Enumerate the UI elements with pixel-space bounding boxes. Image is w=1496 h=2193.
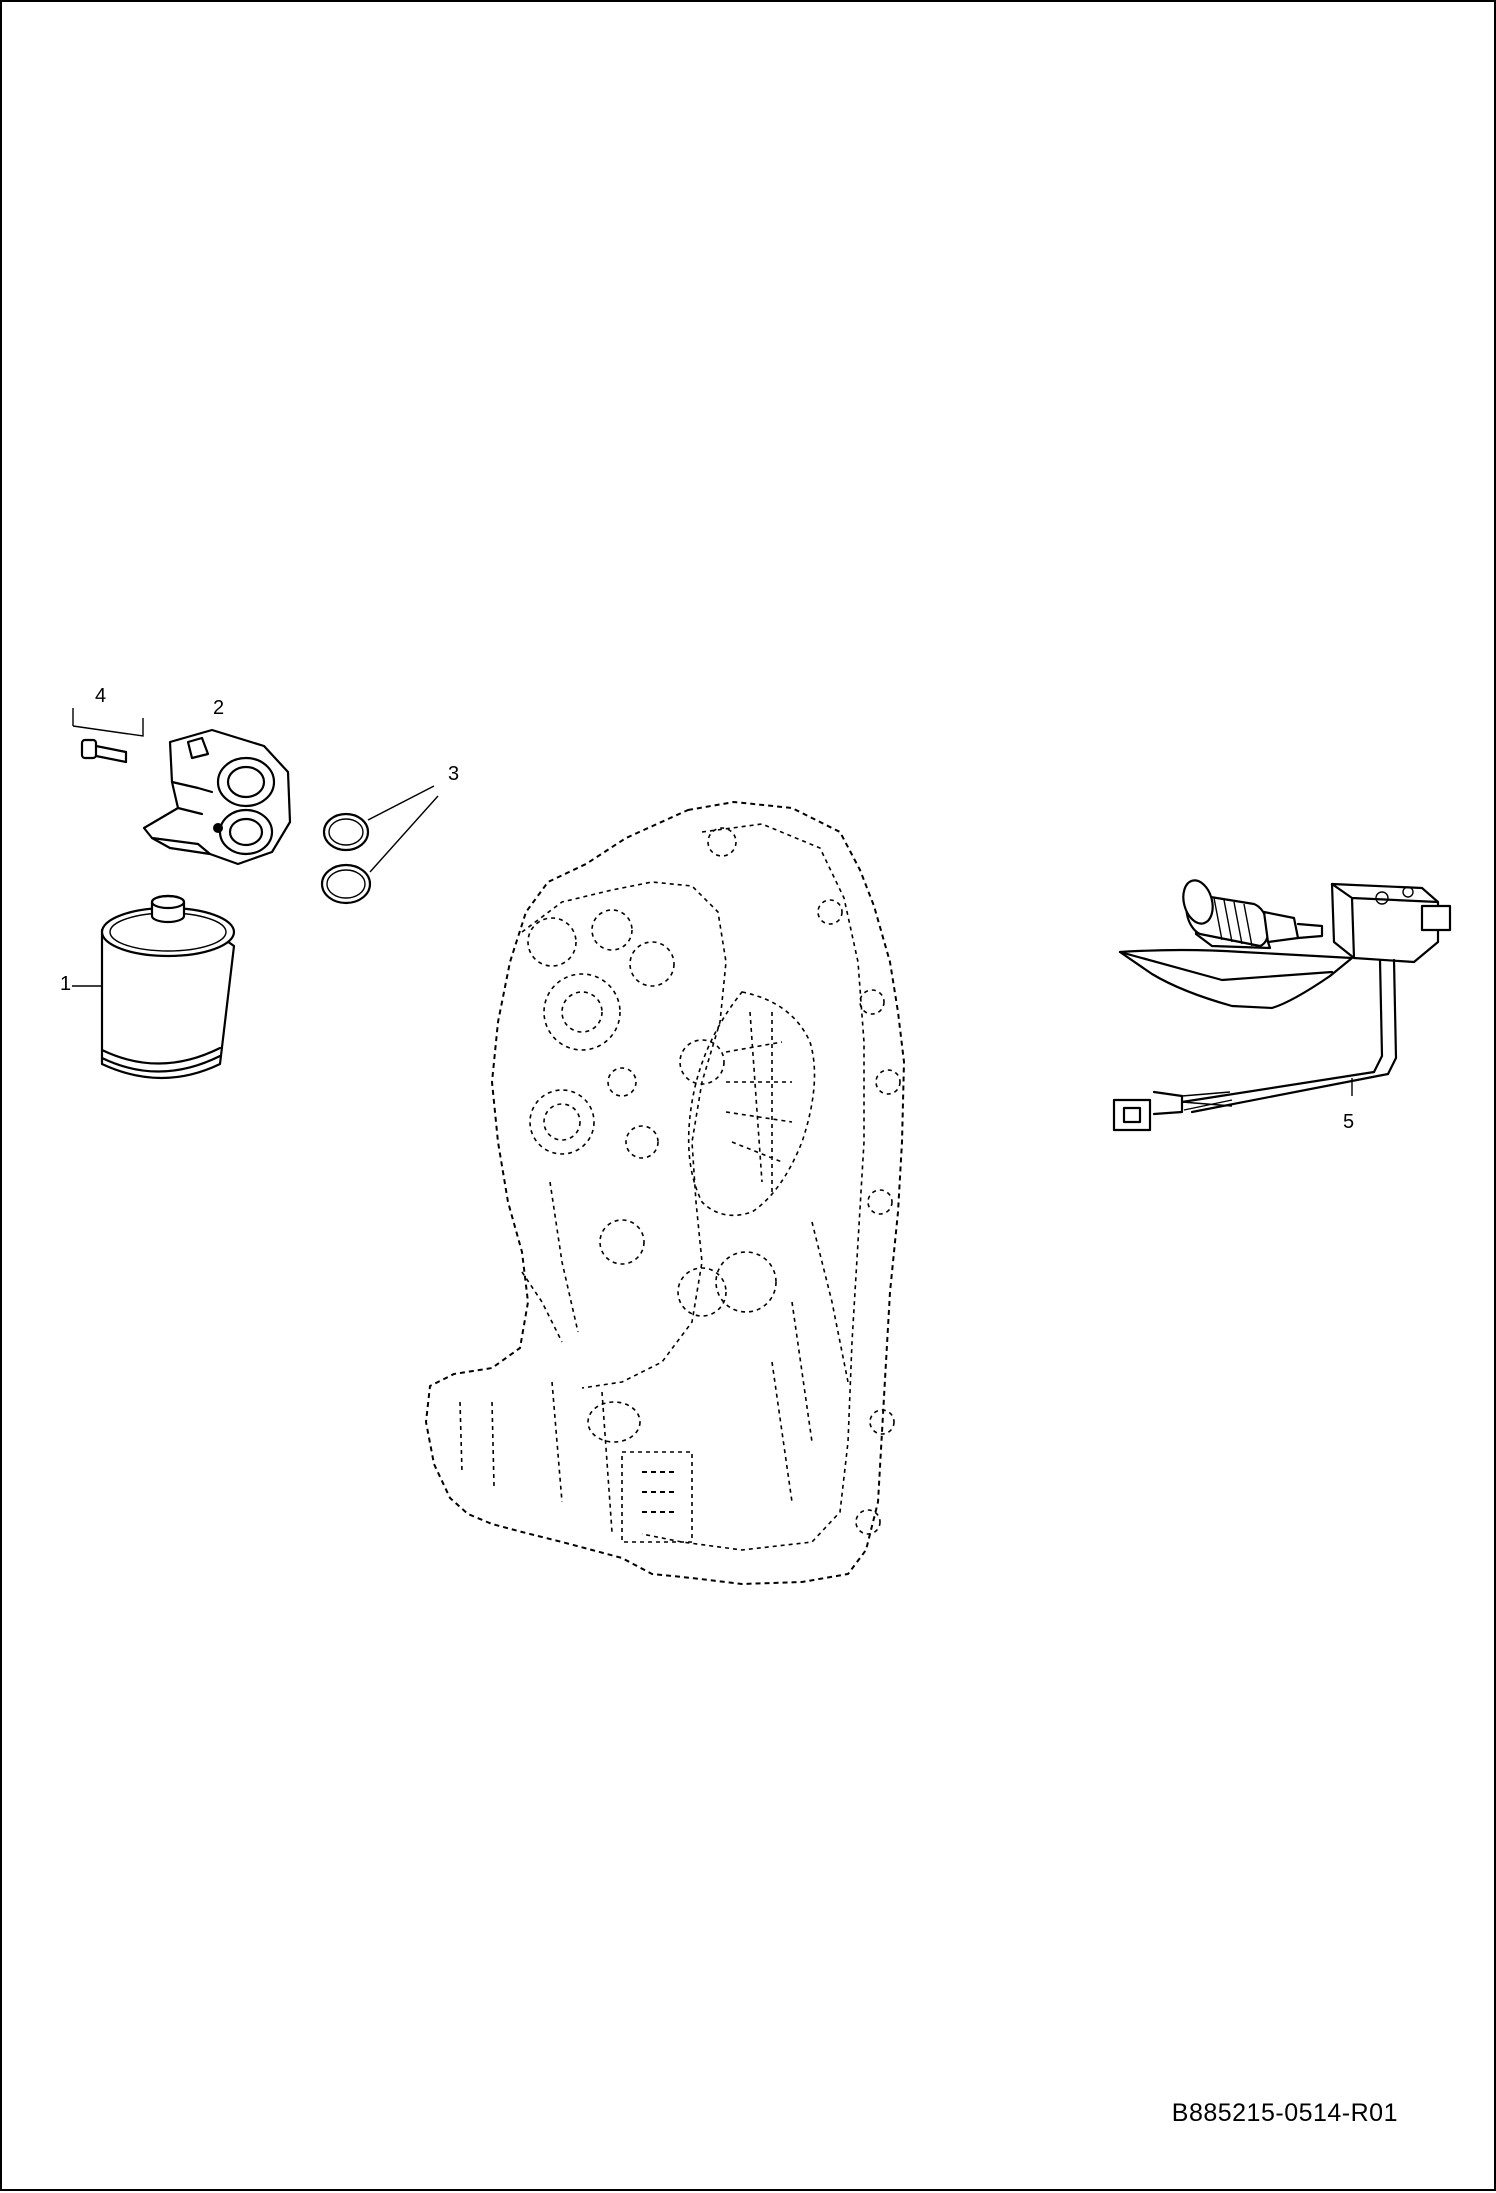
callout-2: 2	[213, 697, 225, 719]
callout-1: 1	[60, 973, 72, 995]
part-2-filter-head	[142, 728, 292, 866]
part-1-filter-cartridge	[72, 894, 236, 1080]
document-code: B885215-0514-R01	[1171, 2099, 1398, 2127]
part-3-o-rings	[320, 785, 439, 905]
part-5-shift-lever	[1112, 879, 1452, 1132]
callout-3: 3	[448, 763, 460, 785]
part-4-bolt	[72, 708, 144, 764]
callout-5: 5	[1343, 1111, 1355, 1133]
callout-4: 4	[95, 685, 107, 707]
transmission-housing-phantom	[425, 801, 905, 1585]
